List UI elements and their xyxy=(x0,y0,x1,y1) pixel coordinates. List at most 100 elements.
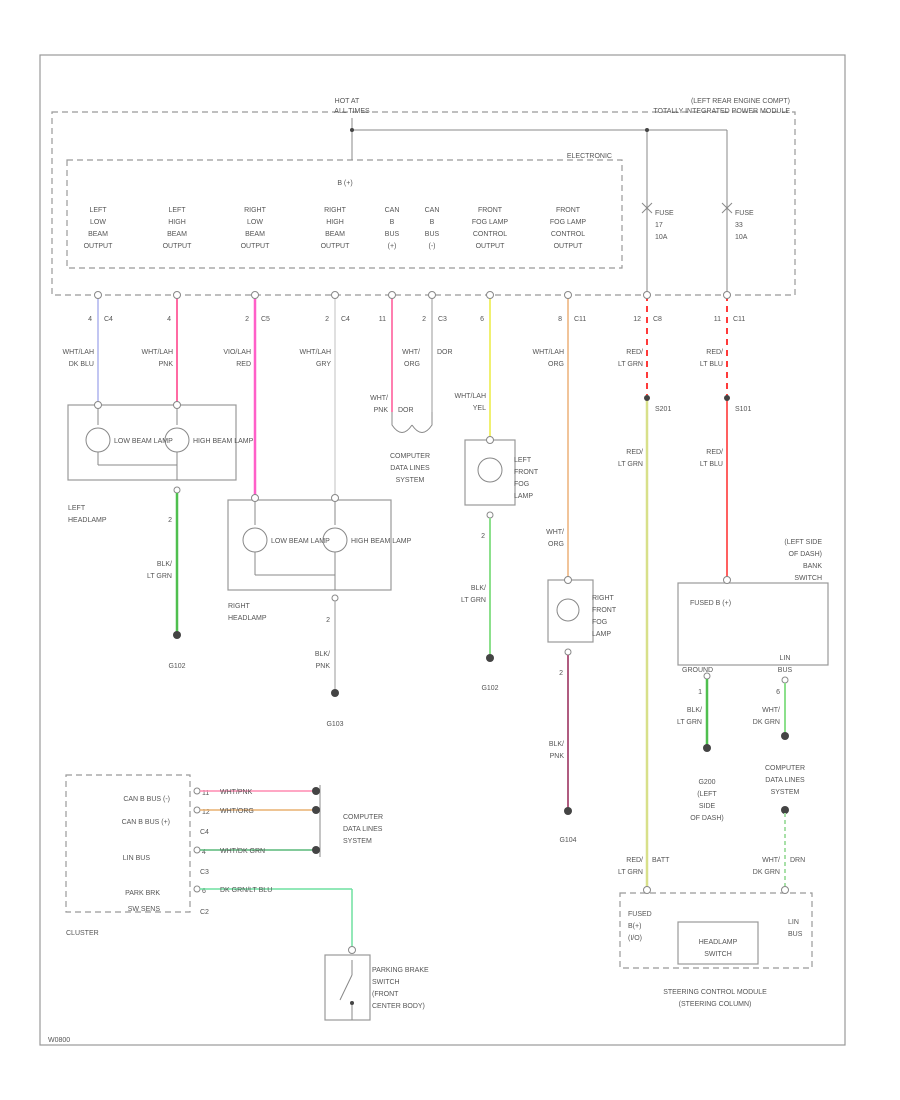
svg-text:2: 2 xyxy=(559,670,563,677)
splice-s201: S201 xyxy=(655,406,671,413)
svg-text:PNK: PNK xyxy=(316,663,331,670)
svg-text:6: 6 xyxy=(202,888,206,895)
svg-text:2: 2 xyxy=(325,316,329,323)
tipm-title-2: TOTALLY INTEGRATED POWER MODULE xyxy=(653,108,790,115)
left-low-beam-lamp-icon xyxy=(85,427,111,453)
svg-text:OUTPUT: OUTPUT xyxy=(476,243,506,250)
right-headlamp-name-1: RIGHT xyxy=(228,603,251,610)
svg-text:B: B xyxy=(430,219,435,226)
steering-control-module: RED/ LT GRN BATT WHT/ DK GRN DRN FUSED B… xyxy=(618,857,813,1008)
svg-text:FUSED: FUSED xyxy=(628,911,652,918)
svg-text:C4: C4 xyxy=(200,829,209,836)
svg-text:12: 12 xyxy=(633,316,641,323)
cluster-sys-3: SYSTEM xyxy=(343,838,372,845)
svg-text:(LEFT SIDE: (LEFT SIDE xyxy=(784,539,822,546)
svg-text:WHT/: WHT/ xyxy=(402,349,420,356)
can-sys-2: DATA LINES xyxy=(390,465,430,472)
svg-text:DATA LINES: DATA LINES xyxy=(765,777,805,784)
svg-text:DOR: DOR xyxy=(398,407,414,414)
ground-icon xyxy=(703,744,711,752)
svg-text:WHT/: WHT/ xyxy=(546,529,564,536)
svg-text:WHT/DK GRN: WHT/DK GRN xyxy=(220,848,265,855)
tipm-wires xyxy=(97,295,728,890)
right-low-beam-label: LOW BEAM LAMP xyxy=(271,538,330,545)
cluster-sys-2: DATA LINES xyxy=(343,826,383,833)
svg-text:OUTPUT: OUTPUT xyxy=(321,243,351,250)
svg-text:SWITCH: SWITCH xyxy=(704,951,732,958)
svg-text:BANK: BANK xyxy=(803,563,822,570)
headlamp-switch-box xyxy=(677,921,759,965)
svg-text:RIGHT: RIGHT xyxy=(244,207,267,214)
svg-text:BUS: BUS xyxy=(385,231,400,238)
svg-text:C11: C11 xyxy=(574,316,586,323)
svg-text:OF DASH): OF DASH) xyxy=(690,815,723,822)
svg-text:SWITCH: SWITCH xyxy=(372,979,400,986)
svg-text:(LEFT: (LEFT xyxy=(697,791,717,798)
cluster-label: CLUSTER xyxy=(66,930,99,937)
svg-text:LAMP: LAMP xyxy=(592,631,611,638)
svg-text:FRONT: FRONT xyxy=(514,469,539,476)
svg-text:HEADLAMP: HEADLAMP xyxy=(699,939,738,946)
svg-text:4: 4 xyxy=(202,849,206,856)
svg-text:ORG: ORG xyxy=(404,361,420,368)
svg-text:WHT/LAH: WHT/LAH xyxy=(455,393,487,400)
svg-text:C5: C5 xyxy=(261,316,270,323)
left-fog-lamp-icon xyxy=(477,457,503,483)
svg-text:DK GRN: DK GRN xyxy=(753,719,780,726)
svg-text:LT BLU: LT BLU xyxy=(700,461,723,468)
svg-text:11: 11 xyxy=(379,316,386,323)
svg-text:C4: C4 xyxy=(341,316,350,323)
svg-text:LT GRN: LT GRN xyxy=(618,869,643,876)
left-high-beam-label: HIGH BEAM LAMP xyxy=(193,438,254,445)
svg-text:17: 17 xyxy=(655,222,663,229)
ground-g102-left: G102 xyxy=(168,663,185,670)
ground-g200: G200 xyxy=(698,779,715,786)
svg-text:B: B xyxy=(390,219,395,226)
svg-text:FOG LAMP: FOG LAMP xyxy=(472,219,509,226)
svg-text:C3: C3 xyxy=(438,316,447,323)
svg-text:BEAM: BEAM xyxy=(325,231,345,238)
svg-text:ORG: ORG xyxy=(548,541,564,548)
svg-text:DK GRN/LT BLU: DK GRN/LT BLU xyxy=(220,887,272,894)
svg-text:FRONT: FRONT xyxy=(478,207,503,214)
svg-text:PARK BRK: PARK BRK xyxy=(125,890,160,897)
svg-text:HIGH: HIGH xyxy=(326,219,344,226)
svg-text:(FRONT: (FRONT xyxy=(372,991,399,998)
svg-text:LOW: LOW xyxy=(90,219,106,226)
svg-text:OUTPUT: OUTPUT xyxy=(554,243,584,250)
svg-text:PNK: PNK xyxy=(550,753,565,760)
svg-text:LAMP: LAMP xyxy=(514,493,533,500)
svg-text:SW SENS: SW SENS xyxy=(128,906,161,913)
svg-text:10A: 10A xyxy=(735,234,748,241)
svg-text:BEAM: BEAM xyxy=(88,231,108,238)
svg-text:PARKING BRAKE: PARKING BRAKE xyxy=(372,967,429,974)
svg-text:C8: C8 xyxy=(653,316,662,323)
svg-text:LT GRN: LT GRN xyxy=(461,597,486,604)
svg-text:12: 12 xyxy=(202,809,210,816)
svg-text:BUS: BUS xyxy=(788,931,803,938)
svg-text:WHT/LAH: WHT/LAH xyxy=(63,349,95,356)
svg-text:BEAM: BEAM xyxy=(167,231,187,238)
right-fog-lamp-icon xyxy=(556,598,580,622)
svg-text:RIGHT: RIGHT xyxy=(324,207,347,214)
svg-text:RED/: RED/ xyxy=(626,857,643,864)
svg-text:2: 2 xyxy=(481,533,485,540)
svg-text:FOG: FOG xyxy=(514,481,529,488)
svg-text:2: 2 xyxy=(326,617,330,624)
bank-switch-module: (LEFT SIDE OF DASH) BANK SWITCH FUSED B … xyxy=(677,539,829,888)
ground-g103: G103 xyxy=(326,721,343,728)
svg-text:CAN: CAN xyxy=(385,207,400,214)
svg-text:2: 2 xyxy=(245,316,249,323)
svg-text:CAN B BUS (-): CAN B BUS (-) xyxy=(123,796,170,803)
splice-s101: S101 xyxy=(735,406,751,413)
svg-text:WHT/LAH: WHT/LAH xyxy=(142,349,174,356)
left-low-beam-label: LOW BEAM LAMP xyxy=(114,438,173,445)
svg-text:C3: C3 xyxy=(200,869,209,876)
